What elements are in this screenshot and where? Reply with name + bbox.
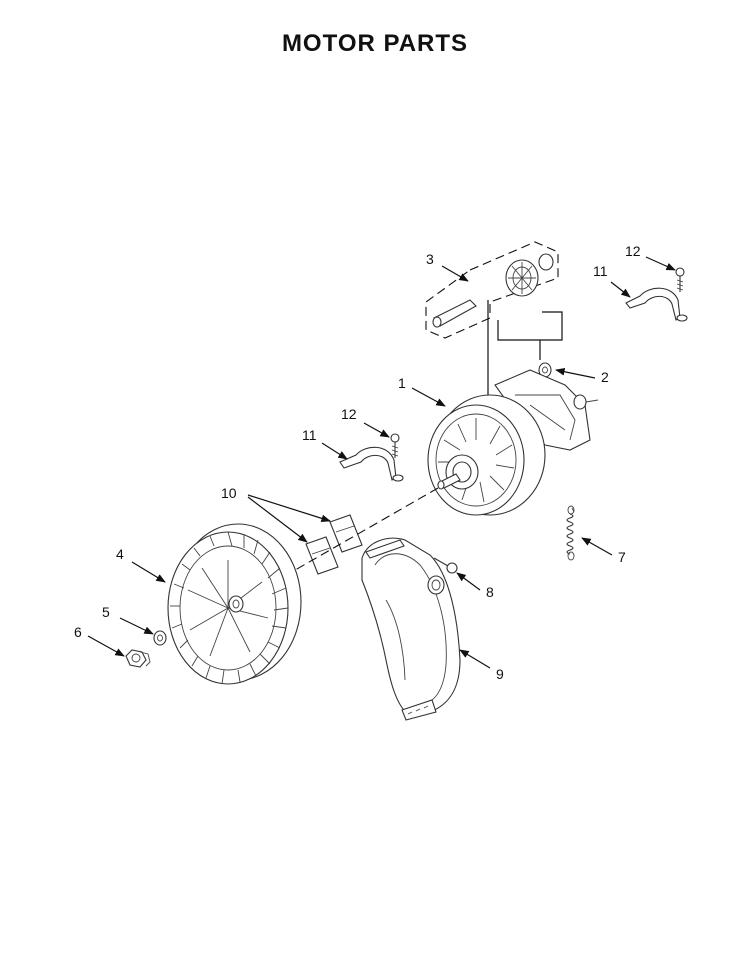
leader-12-lower xyxy=(363,422,390,438)
idler-shaft xyxy=(432,299,477,328)
callout-7: 7 xyxy=(618,549,626,565)
part-6-nut xyxy=(125,649,151,668)
leader-12-upper xyxy=(645,256,676,271)
part-7-spring xyxy=(566,505,575,561)
part-11-clamp-lower xyxy=(339,446,404,482)
callout-12-upper: 12 xyxy=(625,243,641,259)
callout-4: 4 xyxy=(116,546,124,562)
leader-3 xyxy=(441,265,469,282)
part-9-blower-housing xyxy=(361,537,461,721)
part-12-screw-lower xyxy=(390,433,400,458)
leader-4 xyxy=(131,561,166,583)
callout-12-lower: 12 xyxy=(341,406,357,422)
callout-9: 9 xyxy=(496,666,504,682)
page-title: MOTOR PARTS xyxy=(281,30,469,57)
callout-2: 2 xyxy=(601,369,609,385)
part-2-washer xyxy=(538,362,552,378)
leader-lines xyxy=(87,256,676,669)
part-10-pads xyxy=(305,514,363,575)
leader-2 xyxy=(555,367,596,379)
part-4-blower-wheel xyxy=(167,523,302,685)
idler-pulley xyxy=(505,253,554,297)
assembly-axis-line xyxy=(235,487,439,605)
callout-8: 8 xyxy=(486,584,494,600)
leader-7 xyxy=(581,537,613,556)
callout-11-upper: 11 xyxy=(593,263,608,279)
leader-9 xyxy=(459,649,491,669)
leader-10a xyxy=(247,494,331,523)
part-5-washer xyxy=(153,630,167,646)
callout-10: 10 xyxy=(221,485,237,501)
leader-10b xyxy=(247,496,308,543)
leader-6 xyxy=(87,635,125,657)
leader-5 xyxy=(119,617,154,635)
kit-bracket-line xyxy=(497,311,563,341)
part-1-motor xyxy=(427,369,599,516)
leader-11-lower xyxy=(321,442,348,460)
callout-11-lower: 11 xyxy=(302,427,317,443)
callout-1: 1 xyxy=(398,375,406,391)
callout-6: 6 xyxy=(74,624,82,640)
part-8-screw xyxy=(433,557,458,574)
leader-11-upper xyxy=(610,281,631,298)
part-12-screw-upper xyxy=(675,267,685,292)
part-3-pulley-kit xyxy=(425,241,563,395)
leader-1 xyxy=(411,387,446,407)
part-11-clamp-upper xyxy=(625,287,688,322)
kit-dashed-outline xyxy=(425,241,559,339)
callout-labels: 3 2 1 12 11 12 11 10 7 8 9 4 5 6 xyxy=(74,243,641,682)
leader-8 xyxy=(456,572,481,591)
callout-3: 3 xyxy=(426,251,434,267)
callout-5: 5 xyxy=(102,604,110,620)
blower-vanes xyxy=(170,531,289,685)
